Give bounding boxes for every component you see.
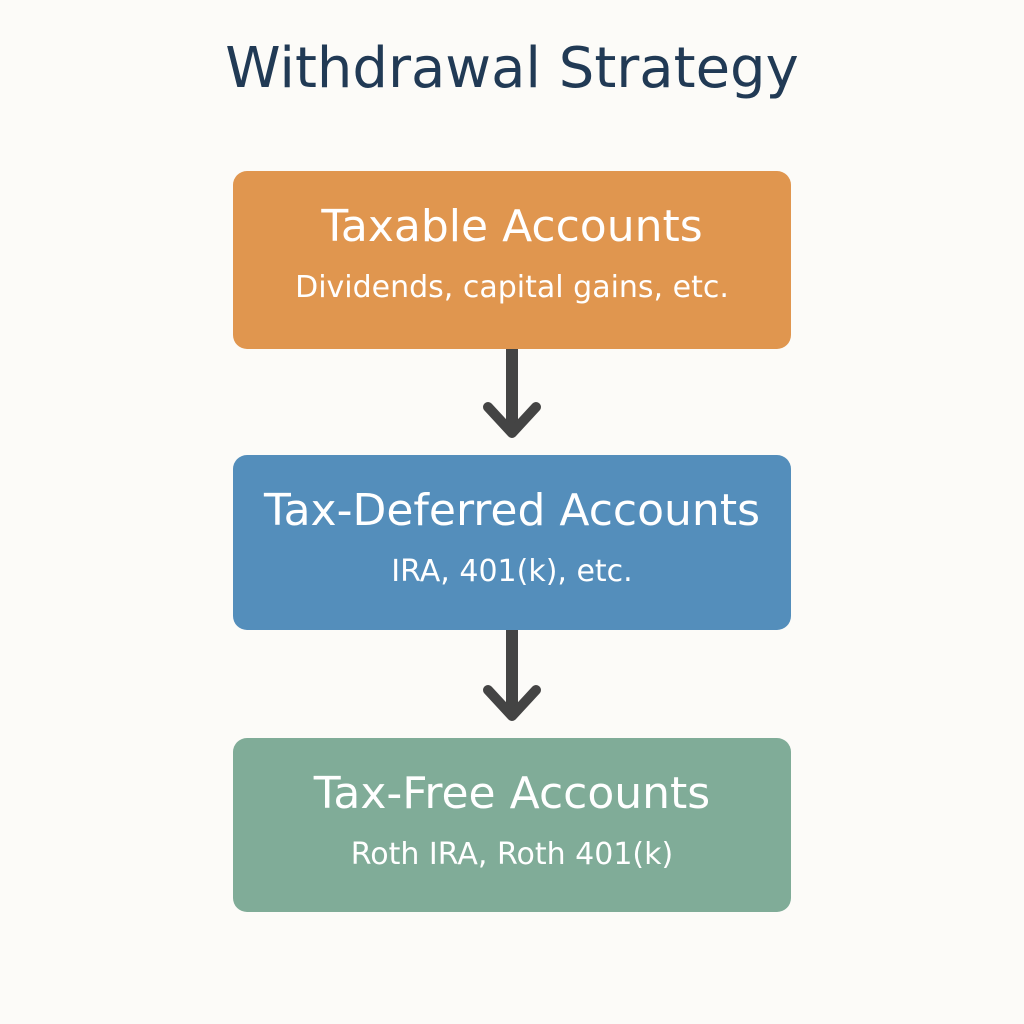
box-subtitle: IRA, 401(k), etc. [391,554,633,589]
box-subtitle: Roth IRA, Roth 401(k) [350,837,674,872]
box-title: Tax-Free Accounts [313,768,711,819]
tax-deferred-accounts-box: Tax-Deferred Accounts IRA, 401(k), etc. [233,455,791,630]
box-subtitle: Dividends, capital gains, etc. [295,270,729,305]
diagram-title: Withdrawal Strategy [225,36,799,101]
taxable-accounts-box: Taxable Accounts Dividends, capital gain… [233,171,791,349]
box-title: Taxable Accounts [321,201,703,252]
tax-free-accounts-box: Tax-Free Accounts Roth IRA, Roth 401(k) [233,738,791,912]
down-arrow-icon [483,630,541,721]
box-title: Tax-Deferred Accounts [264,485,760,536]
down-arrow-icon [483,349,541,438]
